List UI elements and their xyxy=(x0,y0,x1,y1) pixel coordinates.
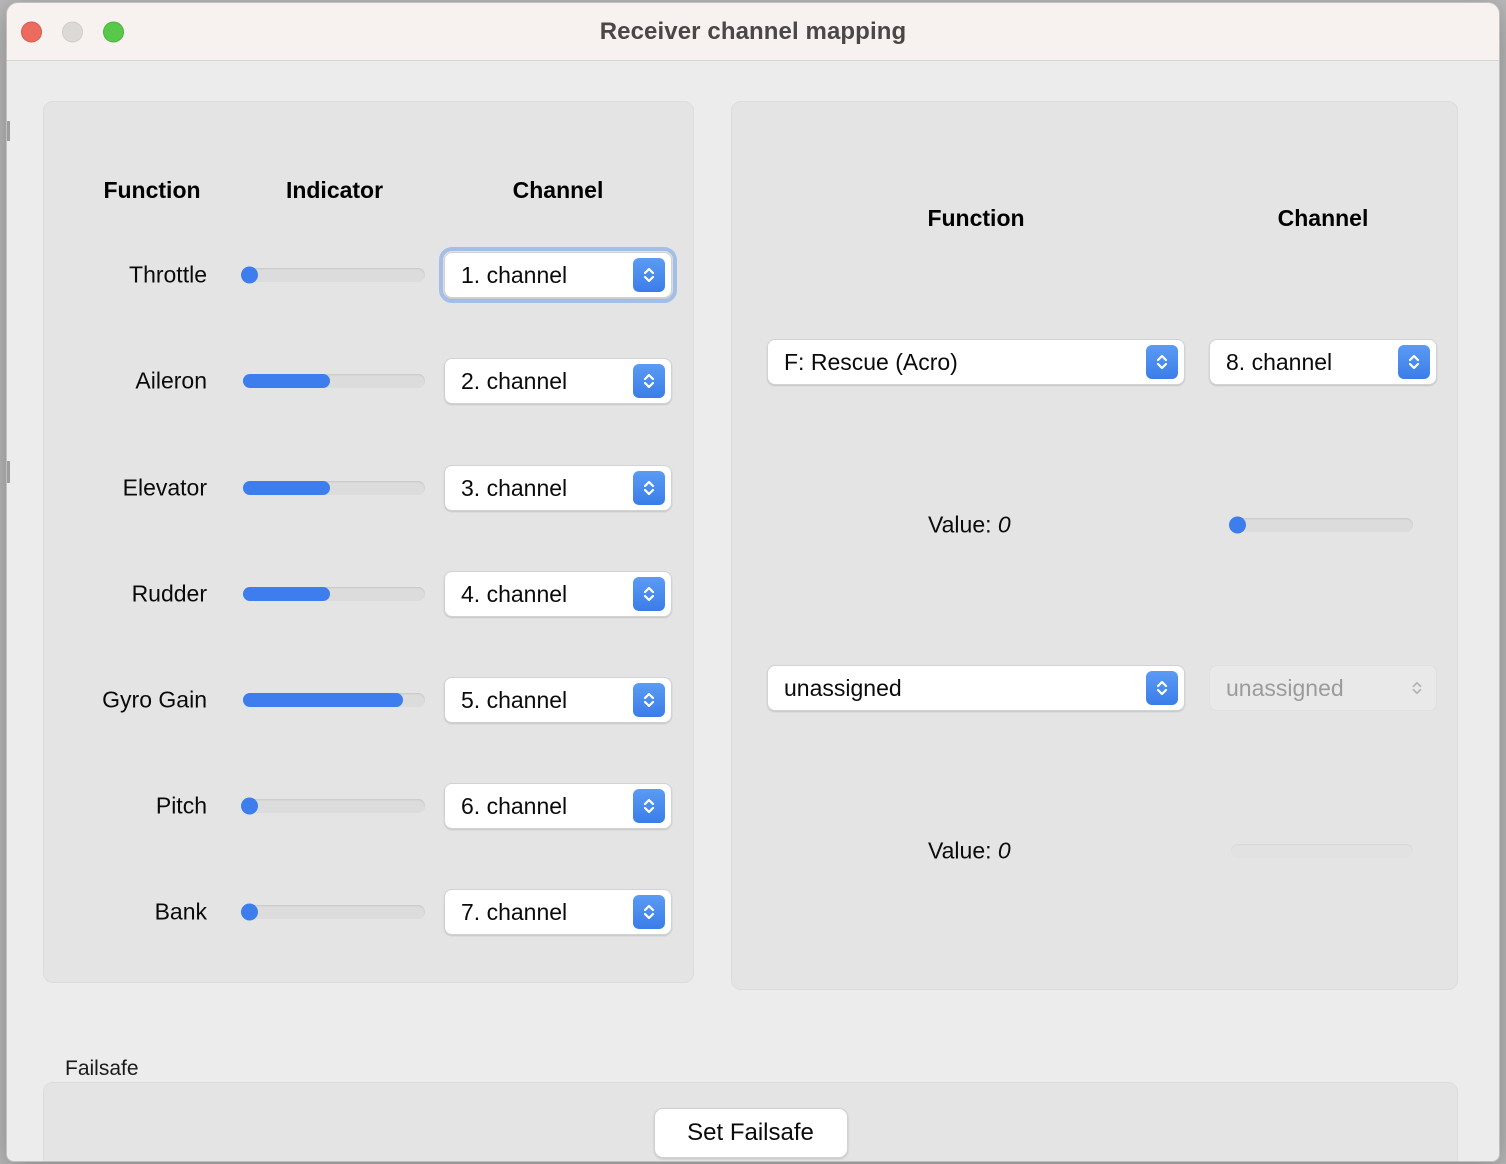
slider-fill xyxy=(243,587,331,601)
chevron-up-down-icon[interactable] xyxy=(633,577,665,611)
indicator-slider-1[interactable] xyxy=(243,374,425,388)
channel-select-5[interactable]: 6. channel xyxy=(444,783,672,829)
chevron-up-down-icon[interactable] xyxy=(633,258,665,292)
window-title: Receiver channel mapping xyxy=(599,17,907,45)
function-label-6: Bank xyxy=(154,898,207,925)
function-label-1: Aileron xyxy=(135,367,207,394)
zoom-button-icon[interactable] xyxy=(103,21,124,42)
channel-select-5-value: 6. channel xyxy=(461,792,568,819)
aux-function-select-1[interactable]: unassigned xyxy=(767,665,1185,711)
channel-select-4-value: 5. channel xyxy=(461,686,568,713)
slider-thumb[interactable] xyxy=(1229,516,1246,534)
aux-function-panel xyxy=(731,101,1458,990)
chevron-up-down-icon[interactable] xyxy=(633,789,665,823)
set-failsafe-button[interactable]: Set Failsafe xyxy=(653,1108,848,1158)
aux-value-slider-1 xyxy=(1231,844,1413,858)
channel-select-0-value: 1. channel xyxy=(461,261,568,288)
aux-value-label-1: Value: 0 xyxy=(928,838,1011,865)
window-edge-mark-bottom xyxy=(7,461,10,483)
slider-thumb[interactable] xyxy=(241,266,258,284)
failsafe-group-label: Failsafe xyxy=(65,1057,139,1080)
aux-function-select-1-value: unassigned xyxy=(784,674,902,701)
aux-value-prefix-1: Value: xyxy=(928,837,992,864)
channel-select-0[interactable]: 1. channel xyxy=(439,247,677,303)
chevron-up-down-icon[interactable] xyxy=(633,895,665,929)
aux-channel-select-0-value: 8. channel xyxy=(1226,348,1333,375)
indicator-slider-2[interactable] xyxy=(243,481,425,495)
channel-select-1-value: 2. channel xyxy=(461,367,568,394)
indicator-slider-4[interactable] xyxy=(243,693,425,707)
function-label-5: Pitch xyxy=(155,792,207,819)
chevron-up-down-icon[interactable] xyxy=(1146,671,1178,705)
window-edge-mark-top xyxy=(7,121,10,141)
right-header-channel: Channel xyxy=(1277,205,1369,231)
indicator-slider-3[interactable] xyxy=(243,587,425,601)
left-header-function: Function xyxy=(103,177,201,203)
channel-select-4[interactable]: 5. channel xyxy=(444,677,672,723)
aux-channel-select-0[interactable]: 8. channel xyxy=(1209,339,1437,385)
channel-select-3[interactable]: 4. channel xyxy=(444,571,672,617)
failsafe-group-box: Set Failsafe xyxy=(43,1082,1458,1161)
indicator-slider-5[interactable] xyxy=(241,797,425,815)
close-button-icon[interactable] xyxy=(21,21,42,42)
indicator-slider-6[interactable] xyxy=(241,903,425,921)
slider-thumb[interactable] xyxy=(241,797,258,815)
aux-function-select-0-value: F: Rescue (Acro) xyxy=(784,348,958,375)
minimize-button-icon[interactable] xyxy=(62,21,83,42)
chevron-up-down-icon[interactable] xyxy=(633,364,665,398)
chevron-up-down-icon xyxy=(1404,671,1430,705)
left-header-channel: Channel xyxy=(512,177,604,203)
function-label-3: Rudder xyxy=(131,580,207,607)
app-window: Receiver channel mapping Function Indica… xyxy=(6,2,1500,1162)
chevron-up-down-icon[interactable] xyxy=(633,683,665,717)
aux-channel-select-1-value: unassigned xyxy=(1226,674,1344,701)
title-bar: Receiver channel mapping xyxy=(7,3,1499,61)
function-label-4: Gyro Gain xyxy=(102,686,207,713)
aux-value-number-0: 0 xyxy=(997,511,1011,538)
channel-select-2[interactable]: 3. channel xyxy=(444,465,672,511)
aux-value-prefix-0: Value: xyxy=(928,511,992,538)
aux-value-number-1: 0 xyxy=(997,837,1011,864)
left-header-indicator: Indicator xyxy=(285,177,384,203)
aux-function-select-0[interactable]: F: Rescue (Acro) xyxy=(767,339,1185,385)
aux-value-label-0: Value: 0 xyxy=(928,512,1011,539)
channel-select-6[interactable]: 7. channel xyxy=(444,889,672,935)
channel-select-1[interactable]: 2. channel xyxy=(444,358,672,404)
function-label-0: Throttle xyxy=(129,261,207,288)
slider-thumb[interactable] xyxy=(241,903,258,921)
channel-select-6-value: 7. channel xyxy=(461,898,568,925)
slider-fill xyxy=(243,481,331,495)
aux-value-slider-0[interactable] xyxy=(1229,516,1413,534)
chevron-up-down-icon[interactable] xyxy=(1146,345,1178,379)
window-content: Function Indicator Channel Throttle 1. ch… xyxy=(7,61,1499,1161)
slider-fill xyxy=(243,693,404,707)
function-label-2: Elevator xyxy=(122,474,207,501)
channel-mapping-panel xyxy=(43,101,694,983)
chevron-up-down-icon[interactable] xyxy=(633,471,665,505)
right-header-function: Function xyxy=(927,205,1025,231)
channel-select-2-value: 3. channel xyxy=(461,474,568,501)
slider-fill xyxy=(243,374,331,388)
channel-select-3-value: 4. channel xyxy=(461,580,568,607)
aux-channel-select-1: unassigned xyxy=(1209,665,1437,711)
indicator-slider-0[interactable] xyxy=(241,266,425,284)
chevron-up-down-icon[interactable] xyxy=(1398,345,1430,379)
window-controls xyxy=(21,21,124,42)
